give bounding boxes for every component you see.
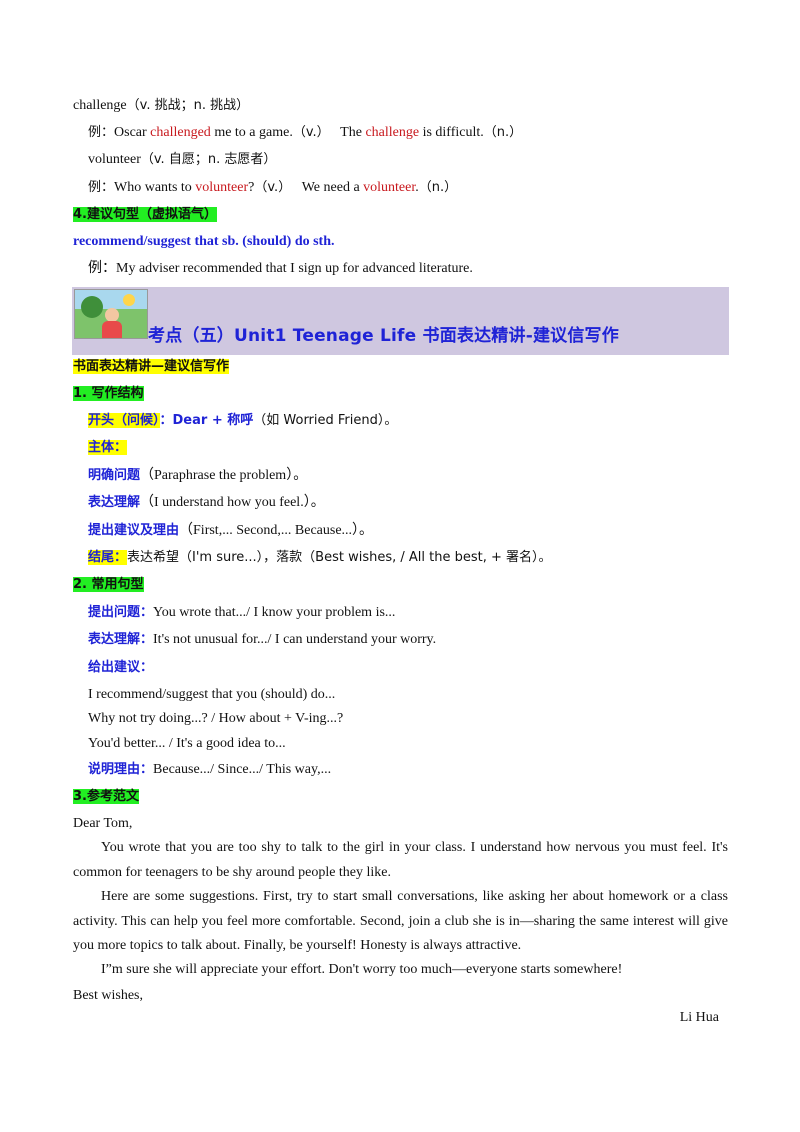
- pos-tag: （v.）: [254, 180, 292, 195]
- structure-ending: 结尾：表达希望（I'm sure...），落款（Best wishes, / A…: [88, 549, 552, 567]
- vocab-example-volunteer: 例：Who wants to volunteer?（v.） We need a …: [88, 179, 457, 197]
- sample-heading-row: 3.参考范文: [73, 788, 139, 806]
- example-prefix: 例：: [88, 125, 115, 140]
- section-heading: 2. 常用句型: [73, 577, 144, 592]
- writing-heading: 书面表达精讲—建议信写作: [73, 359, 230, 374]
- example-text: is difficult.: [419, 125, 484, 140]
- description: （如 Worried Friend）。: [253, 413, 398, 428]
- example-text: The: [340, 125, 366, 140]
- letter-paragraph-2: Here are some suggestions. First, try to…: [73, 889, 728, 953]
- description: （First,... Second,... Because...）。: [179, 523, 374, 538]
- example-keyword: volunteer: [363, 180, 416, 195]
- example-text: We need a: [301, 180, 364, 195]
- pos-tag: （n.）: [418, 180, 458, 195]
- description: （Paraphrase the problem）。: [140, 468, 308, 483]
- pos-tag: （v.）: [292, 125, 330, 140]
- label: 提出问题：: [88, 605, 154, 620]
- label: 表达理解: [88, 495, 141, 510]
- letter-signature: Li Hua: [679, 1010, 719, 1025]
- structure-opening: 开头（问候）：Dear + 称呼（如 Worried Friend）。: [88, 412, 397, 430]
- vocab-gloss: （v. 自愿；n. 志愿者）: [140, 152, 277, 167]
- label: 提出建议及理由: [88, 523, 180, 538]
- vocab-word: volunteer: [88, 152, 141, 167]
- description: It's not unusual for.../ I can understan…: [153, 632, 437, 647]
- banner-title: 考点（五）Unit1 Teenage Life 书面表达精讲-建议信写作: [148, 326, 619, 346]
- section-heading: 4.建议句型（虚拟语气）: [73, 207, 217, 222]
- sentence-reason: 说明理由：Because.../ Since.../ This way,...: [88, 761, 331, 779]
- advice-line: I recommend/suggest that you (should) do…: [88, 687, 336, 702]
- vocab-word: challenge: [73, 98, 127, 113]
- label: 主体：: [88, 440, 128, 455]
- section-heading: 3.参考范文: [73, 789, 139, 804]
- section-heading: 1. 写作结构: [73, 386, 144, 401]
- sentence-raise: 提出问题：You wrote that.../ I know your prob…: [88, 604, 395, 622]
- structure-heading-row: 1. 写作结构: [73, 385, 144, 403]
- letter-closing: Best wishes,: [73, 988, 143, 1003]
- description: 表达希望（I'm sure...），落款（Best wishes, / All …: [127, 550, 552, 565]
- example-text: Who wants to: [114, 180, 196, 195]
- example-text: me to a game.: [210, 125, 293, 140]
- label: 给出建议：: [88, 660, 154, 675]
- sentence-advice: 给出建议：: [88, 659, 153, 677]
- cartoon-kids-picture-icon: [74, 289, 148, 339]
- writing-heading-row: 书面表达精讲—建议信写作: [73, 358, 230, 376]
- example-keyword: challenge: [365, 125, 420, 140]
- structure-item-3: 提出建议及理由（First,... Second,... Because...）…: [88, 522, 373, 540]
- advice-line: You'd better... / It's a good idea to...: [88, 736, 286, 751]
- sentence-pattern: recommend/suggest that sb. (should) do s…: [73, 234, 335, 249]
- example-text: Oscar: [114, 125, 151, 140]
- advice-line: Why not try doing...? / How about + V-in…: [88, 711, 344, 726]
- example-text: .: [415, 180, 419, 195]
- sentence-understand: 表达理解：It's not unusual for.../ I can unde…: [88, 631, 436, 649]
- structure-body: 主体：: [88, 439, 128, 457]
- example-text: ?: [248, 180, 255, 195]
- pos-tag: （n.）: [483, 125, 523, 140]
- letter-paragraph-3: I”m sure she will appreciate your effort…: [101, 962, 623, 977]
- vocab-entry-challenge: challenge（v. 挑战；n. 挑战）: [73, 97, 249, 115]
- vocab-entry-volunteer: volunteer（v. 自愿；n. 志愿者）: [88, 151, 276, 169]
- label: 结尾：: [88, 550, 128, 565]
- description: （I understand how you feel.）。: [140, 495, 325, 510]
- label: 说明理由：: [88, 762, 154, 777]
- label: 开头（问候）: [88, 413, 160, 428]
- vocab-gloss: （v. 挑战；n. 挑战）: [126, 98, 250, 113]
- example-keyword: volunteer: [195, 180, 249, 195]
- letter-greeting: Dear Tom,: [73, 816, 133, 831]
- example-prefix: 例：: [88, 180, 115, 195]
- letter-paragraph-1: You wrote that you are too shy to talk t…: [73, 840, 728, 880]
- label-bold: ：Dear + 称呼: [159, 413, 254, 428]
- description: Because.../ Since.../ This way,...: [153, 762, 332, 777]
- label: 明确问题: [88, 468, 141, 483]
- example-keyword: challenged: [150, 125, 211, 140]
- sentences-heading-row: 2. 常用句型: [73, 576, 144, 594]
- structure-item-1: 明确问题（Paraphrase the problem）。: [88, 467, 307, 485]
- vocab-example-challenge: 例：Oscar challenged me to a game.（v.） The…: [88, 124, 522, 142]
- description: You wrote that.../ I know your problem i…: [153, 605, 396, 620]
- pattern-example: 例：My adviser recommended that I sign up …: [88, 261, 473, 276]
- label: 表达理解：: [88, 632, 154, 647]
- section-4-heading-row: 4.建议句型（虚拟语气）: [73, 206, 217, 224]
- topic-banner: 考点（五）Unit1 Teenage Life 书面表达精讲-建议信写作: [72, 287, 729, 355]
- structure-item-2: 表达理解（I understand how you feel.）。: [88, 494, 325, 512]
